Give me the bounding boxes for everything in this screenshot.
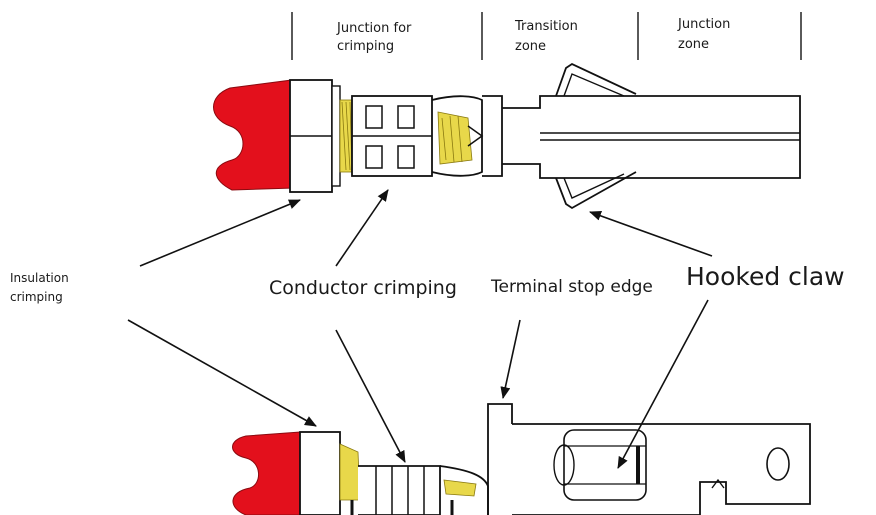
bottom-spring-end-left <box>553 444 575 486</box>
bottom-stop-edge-tab <box>487 403 513 515</box>
top-insulation-jacket <box>213 79 295 191</box>
top-ferrule-lip <box>331 85 341 187</box>
bottom-wire-strands-left <box>339 443 361 501</box>
top-hooked-claw-upper-inner <box>563 73 625 97</box>
top-barrel-slot-2 <box>397 105 415 129</box>
bottom-detail-hook <box>711 478 725 489</box>
bottom-contact-body <box>512 423 811 515</box>
arrow-claw-top <box>589 211 713 257</box>
top-hooked-claw-lower-inner <box>563 173 625 199</box>
label-terminal-stop-edge: Terminal stop edge <box>490 277 653 297</box>
top-wire-strands-left <box>339 99 353 173</box>
arrow-insulation-bottom <box>127 319 317 427</box>
top-contact-body <box>502 95 801 179</box>
header-junction-zone: Junction zone <box>677 17 735 52</box>
top-stop-step <box>482 95 503 177</box>
bottom-insulation-ferrule <box>299 431 341 515</box>
arrow-conductor-bottom <box>335 329 406 463</box>
callout-arrows <box>127 189 713 469</box>
arrow-conductor-top <box>335 189 389 267</box>
arrow-claw-bottom <box>617 299 709 469</box>
arrow-insulation-top <box>139 199 301 267</box>
top-transition-notch <box>467 125 484 147</box>
bottom-spring-window <box>563 429 647 501</box>
top-barrel-slot-4 <box>397 145 415 169</box>
top-hooked-claw-lower <box>555 171 637 210</box>
arrow-stop-edge <box>500 319 521 399</box>
bottom-insulation-jacket <box>232 431 301 515</box>
bottom-terminal-view <box>232 403 811 515</box>
top-wire-strands-right <box>437 111 473 165</box>
top-barrel-slot-1 <box>365 105 383 129</box>
label-hooked-claw: Hooked claw <box>686 262 845 291</box>
bottom-conductor-barrel <box>358 465 441 515</box>
header-transition-zone: Transition zone <box>514 19 582 54</box>
top-barrel-slot-3 <box>365 145 383 169</box>
label-conductor-crimping: Conductor crimping <box>269 277 457 299</box>
bottom-contact-hole <box>766 447 790 481</box>
zone-dividers <box>291 12 802 60</box>
bottom-wire-strands-right <box>443 479 477 497</box>
label-insulation-crimping: Insulation crimping <box>10 271 73 304</box>
top-terminal-view <box>213 62 801 210</box>
header-junction-crimping: Junction for crimping <box>336 21 416 54</box>
top-hooked-claw-upper <box>555 62 637 97</box>
